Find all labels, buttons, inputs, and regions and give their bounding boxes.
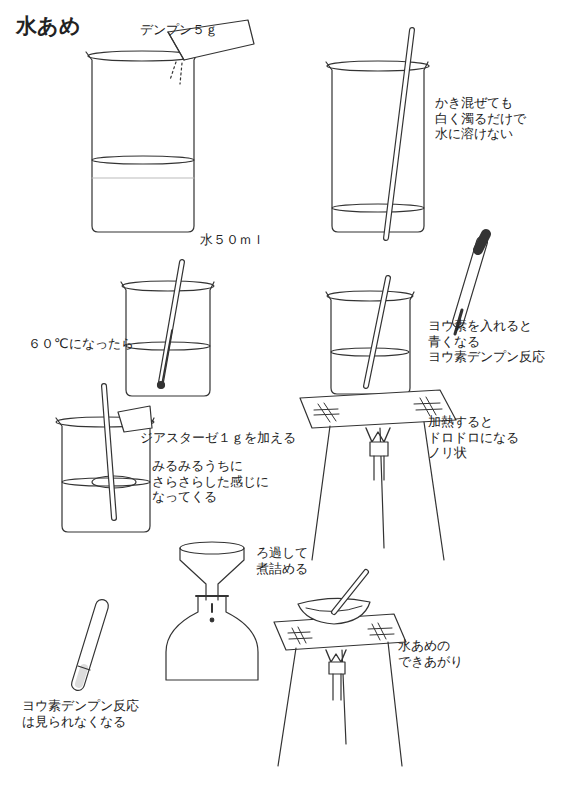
stirring-rod xyxy=(104,386,114,518)
stirring-rod xyxy=(334,572,366,612)
stirring-rod xyxy=(386,30,412,238)
step-note: 水５０ｍｌ xyxy=(200,232,265,248)
powder-packet xyxy=(118,406,152,432)
step-note: 水あめの できあがり xyxy=(398,638,463,669)
beaker xyxy=(326,61,429,232)
diagram-title: 水あめ xyxy=(16,12,81,40)
funnel-flask xyxy=(166,542,258,680)
test-tube xyxy=(78,606,102,684)
step-note: みるみるうちに さらさらした感じに なってくる xyxy=(152,458,269,505)
step-note: デンプン５ｇ xyxy=(140,22,218,38)
step-note: ヨウ素を入れると 青くなる ヨウ素デンプン反応 xyxy=(428,318,545,365)
stirring-rod xyxy=(366,278,388,386)
tripod-burner xyxy=(312,422,444,560)
beaker xyxy=(86,51,198,232)
tripod-burner xyxy=(278,642,402,766)
step-note: かき混ぜても 白く濁るだけで 水に溶けない xyxy=(435,95,526,142)
step-note: ６０℃になったら xyxy=(28,336,134,352)
step-note: ヨウ素デンプン反応 は見られなくなる xyxy=(22,698,139,729)
step-note: ろ過して 煮詰める xyxy=(256,545,308,576)
thermometer xyxy=(158,262,183,389)
step-note: ジアスターゼ１ｇを加える xyxy=(140,430,296,446)
step-note: 加熱すると ドロドロになる ノリ状 xyxy=(428,414,519,461)
